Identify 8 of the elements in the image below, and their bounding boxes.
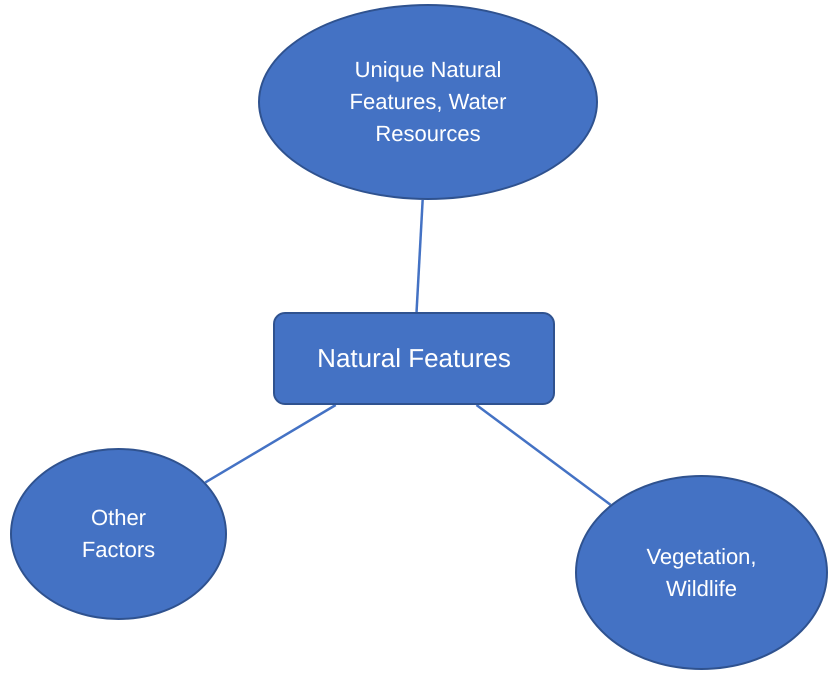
connector-line — [476, 404, 612, 506]
topic-box — [273, 312, 555, 405]
node-label: Natural Features — [317, 342, 511, 375]
connector-line — [415, 200, 424, 312]
node-label: Vegetation, Wildlife — [645, 542, 758, 602]
node-label: Unique Natural Features, Water Resources — [348, 56, 508, 148]
node-label: Other Factors — [80, 504, 156, 564]
connector-line — [204, 404, 336, 484]
